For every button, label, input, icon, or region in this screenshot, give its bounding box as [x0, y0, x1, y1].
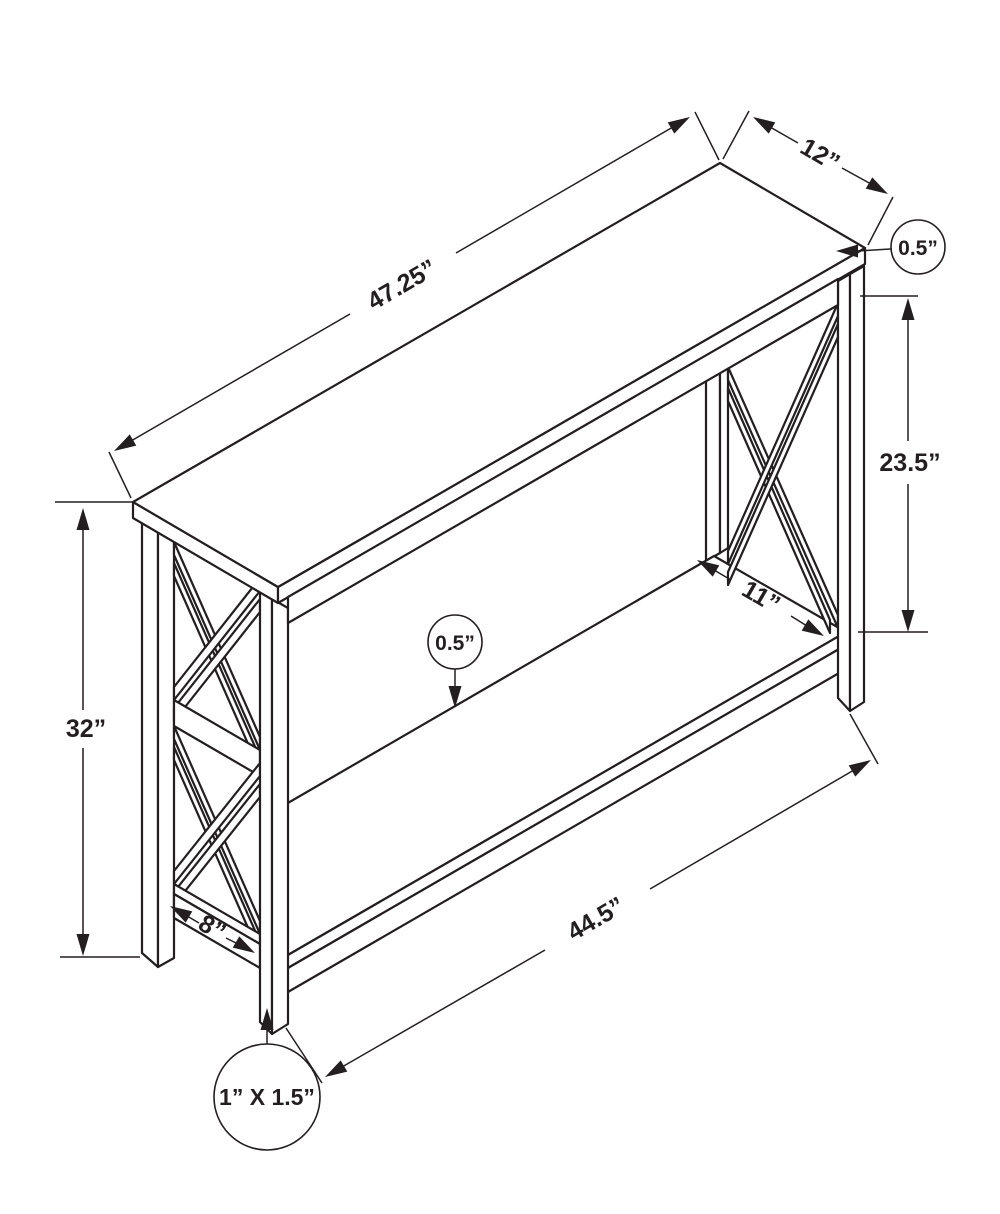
- callout-leg-section: 1” X 1.5”: [213, 1008, 321, 1151]
- dim-label-leg-section: 1” X 1.5”: [219, 1084, 315, 1110]
- back-left-leg: [140, 521, 176, 969]
- lower-shelf: [260, 554, 848, 1009]
- dim-label-top-length: 47.25”: [363, 254, 442, 316]
- right-x-panel: [726, 301, 840, 635]
- top-thickness-circle: [890, 219, 946, 275]
- table-top: [131, 161, 867, 605]
- dim-label-top-thickness: 0.5”: [898, 237, 938, 260]
- top-surface: [131, 161, 867, 589]
- dim-label-shelf-thickness: 0.5”: [435, 632, 475, 655]
- back-right-leg: [704, 364, 730, 563]
- leg-section-circle: [213, 1043, 321, 1151]
- front-left-leg: [258, 590, 290, 1036]
- shelf-thickness-circle: [427, 614, 483, 670]
- callout-top-thickness: 0.5”: [836, 219, 946, 275]
- dim-overall-height: 32”: [55, 501, 140, 958]
- dim-open-height: 23.5”: [858, 295, 941, 633]
- front-right-leg: [836, 264, 866, 713]
- left-x-panel: [172, 540, 262, 970]
- dim-label-top-depth: 12”: [796, 133, 845, 177]
- front-apron: [286, 277, 840, 625]
- dim-label-overall-height: 32”: [66, 715, 106, 743]
- dim-label-shelf-length: 44.5”: [563, 892, 630, 947]
- shelf-top-face: [260, 554, 848, 972]
- dim-label-open-height: 23.5”: [879, 449, 940, 477]
- table-line-art: [131, 161, 867, 1036]
- callout-shelf-thickness: 0.5”: [427, 614, 483, 708]
